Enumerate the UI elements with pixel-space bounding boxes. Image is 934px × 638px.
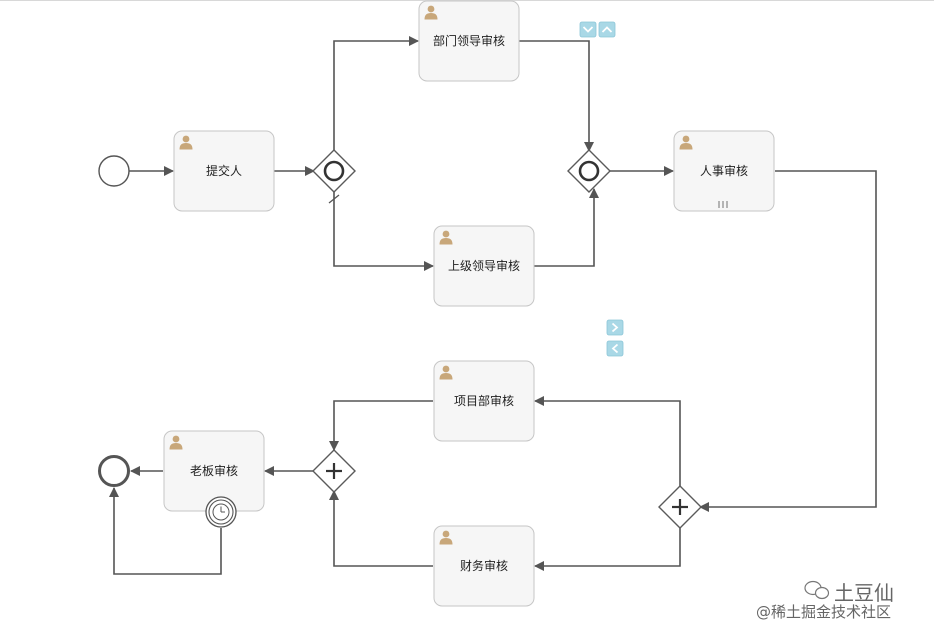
end-event[interactable] <box>98 455 130 487</box>
flow-split-to-finance[interactable] <box>534 527 681 571</box>
task-label: 提交人 <box>206 163 242 178</box>
chevron-left-icon <box>611 343 619 354</box>
wechat-icon <box>804 580 830 600</box>
multi-instance-marker-icon <box>718 201 728 208</box>
task-submitter[interactable]: 提交人 <box>173 130 275 212</box>
chevron-down-icon <box>582 26 594 33</box>
collapse-down-button[interactable] <box>579 21 597 38</box>
flow-gateway-to-dept-leader[interactable] <box>333 36 419 151</box>
flow-superior-leader-to-merge[interactable] <box>534 188 599 267</box>
task-hr-review[interactable]: 人事审核 <box>673 130 775 212</box>
flow-timer-to-end[interactable] <box>109 487 222 575</box>
task-label: 上级领导审核 <box>448 258 520 273</box>
timer-boundary-event[interactable] <box>205 496 237 528</box>
watermark-brand: 土豆仙 <box>834 581 894 605</box>
expand-up-button[interactable] <box>598 21 616 38</box>
task-label: 项目部审核 <box>454 393 514 408</box>
watermark-community: @稀土掘金技术社区 <box>756 603 891 621</box>
chevron-up-icon <box>601 26 613 33</box>
task-label: 部门领导审核 <box>433 33 505 48</box>
task-superior-leader[interactable]: 上级领导审核 <box>433 225 535 307</box>
parallel-gateway-split[interactable] <box>658 485 702 529</box>
inclusive-gateway-split[interactable] <box>312 149 356 193</box>
flow-split-to-project[interactable] <box>534 396 681 487</box>
parallel-gateway-join[interactable] <box>312 449 356 493</box>
start-event[interactable] <box>98 155 130 187</box>
task-label: 老板审核 <box>190 463 238 478</box>
task-boss-review[interactable]: 老板审核 <box>163 430 265 512</box>
next-button[interactable] <box>606 319 624 336</box>
default-flow-marker <box>328 194 340 204</box>
flow-hr-to-parallel-split[interactable] <box>699 170 877 512</box>
flow-gateway-to-superior-leader[interactable] <box>333 191 434 271</box>
task-label: 财务审核 <box>460 558 508 573</box>
task-project-review[interactable]: 项目部审核 <box>433 360 535 442</box>
chevron-right-icon <box>611 322 619 333</box>
task-dept-leader[interactable]: 部门领导审核 <box>418 0 520 82</box>
previous-button[interactable] <box>606 340 624 357</box>
sequence-flows <box>109 36 877 575</box>
watermark: 土豆仙 @稀土掘金技术社区 <box>756 580 894 621</box>
flow-finance-to-join[interactable] <box>329 490 433 567</box>
inclusive-gateway-merge[interactable] <box>567 149 611 193</box>
task-finance-review[interactable]: 财务审核 <box>433 525 535 607</box>
flow-dept-leader-to-merge[interactable] <box>519 40 594 152</box>
flow-project-to-join[interactable] <box>329 400 433 451</box>
task-label: 人事审核 <box>700 163 748 178</box>
